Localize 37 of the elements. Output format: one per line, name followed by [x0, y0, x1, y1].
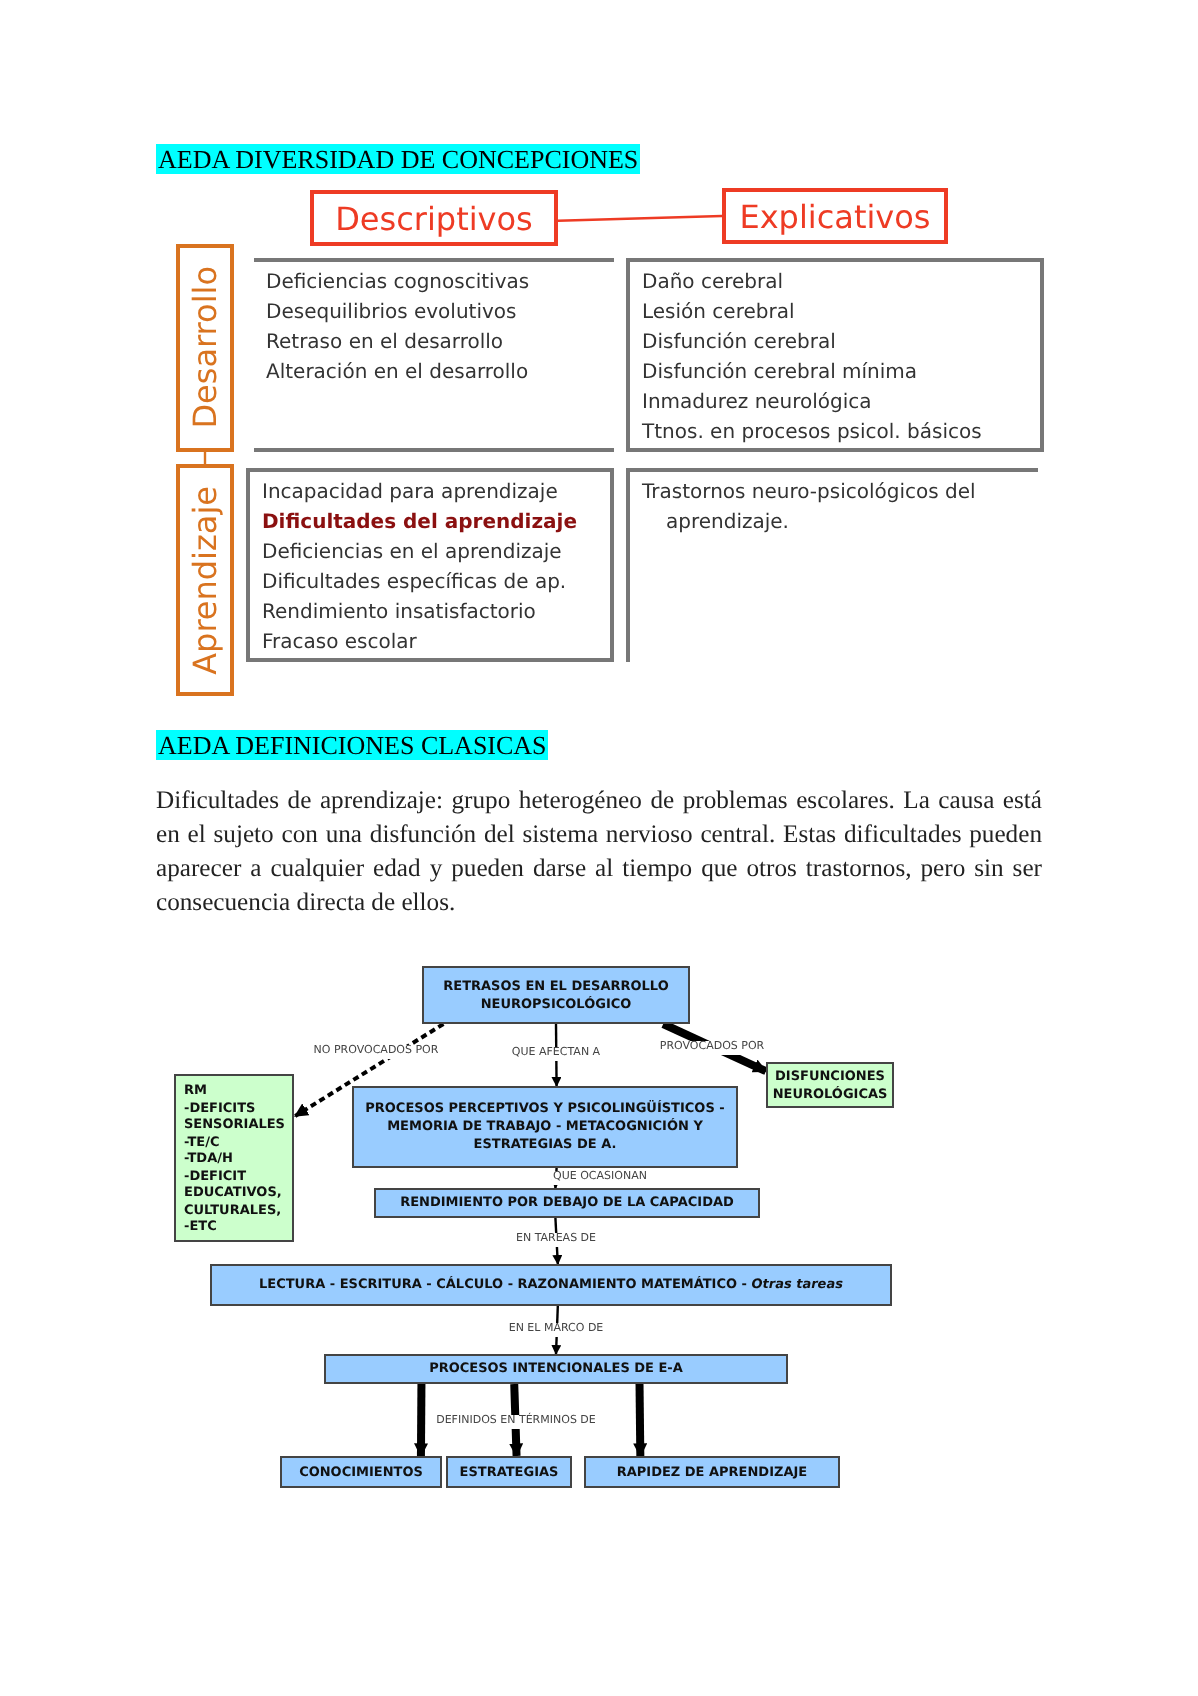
cell-text: Daño cerebral [642, 270, 786, 298]
row-header-box [176, 464, 234, 696]
cell-text: Lesión cerebral [642, 300, 797, 328]
cell-text: Deficiencias cognoscitivas [266, 270, 532, 298]
section-heading: AEDA DIVERSIDAD DE CONCEPCIONES [156, 144, 641, 174]
cell-text: Disfunción cerebral mínima [642, 360, 920, 388]
arrow [509, 1383, 524, 1458]
row-header-box [176, 244, 234, 452]
cell-text: Trastornos neuro-psicológicos del aprendizaje. [642, 480, 978, 538]
table-cell [626, 468, 1038, 662]
paragraph: Dificultades de aprendizaje: grupo heterogéneo de problemas escolares. La causa está en el sujeto con una disfunción del sistema nervioso central. Estas dificultades pueden aparecer a cualquier edad y pueden darse al tiempo que otros trastornos, pero sin ser consecuencia directa de ellos. [156, 784, 1042, 920]
section-heading: AEDA DEFINICIONES CLASICAS [156, 730, 549, 760]
arrow [414, 1383, 429, 1458]
note-box [174, 1074, 294, 1242]
cell-text: Disfunción cerebral [642, 330, 838, 358]
table-cell [246, 468, 614, 662]
row-header-text: Desarrollo [186, 266, 224, 430]
header-box: Explicativos [722, 188, 948, 244]
cell-text: Incapacidad para aprendizaje [262, 480, 560, 508]
cell-text: Inmadurez neurológica [642, 390, 874, 418]
cell-text: Ttnos. en procesos psicol. básicos [642, 420, 984, 448]
arrow [294, 1022, 445, 1118]
connector-line [557, 214, 723, 222]
cell-text: Alteración en el desarrollo [266, 360, 531, 388]
arrow [633, 1383, 648, 1458]
cell-text: Dificultades del aprendizaje [262, 510, 579, 538]
header-box: Descriptivos [310, 190, 558, 246]
cell-text: Deficiencias en el aprendizaje [262, 540, 564, 568]
cell-text: Retraso en el desarrollo [266, 330, 506, 358]
cell-text: Rendimiento insatisfactorio [262, 600, 538, 628]
cell-text: Dificultades específicas de ap. [262, 570, 569, 598]
cell-text: Desequilibrios evolutivos [266, 300, 519, 328]
table-cell [626, 258, 1044, 452]
table-cell [254, 258, 614, 452]
cell-text: Fracaso escolar [262, 630, 419, 658]
row-header-text: Aprendizaje [186, 485, 224, 675]
arrow [661, 1020, 768, 1075]
